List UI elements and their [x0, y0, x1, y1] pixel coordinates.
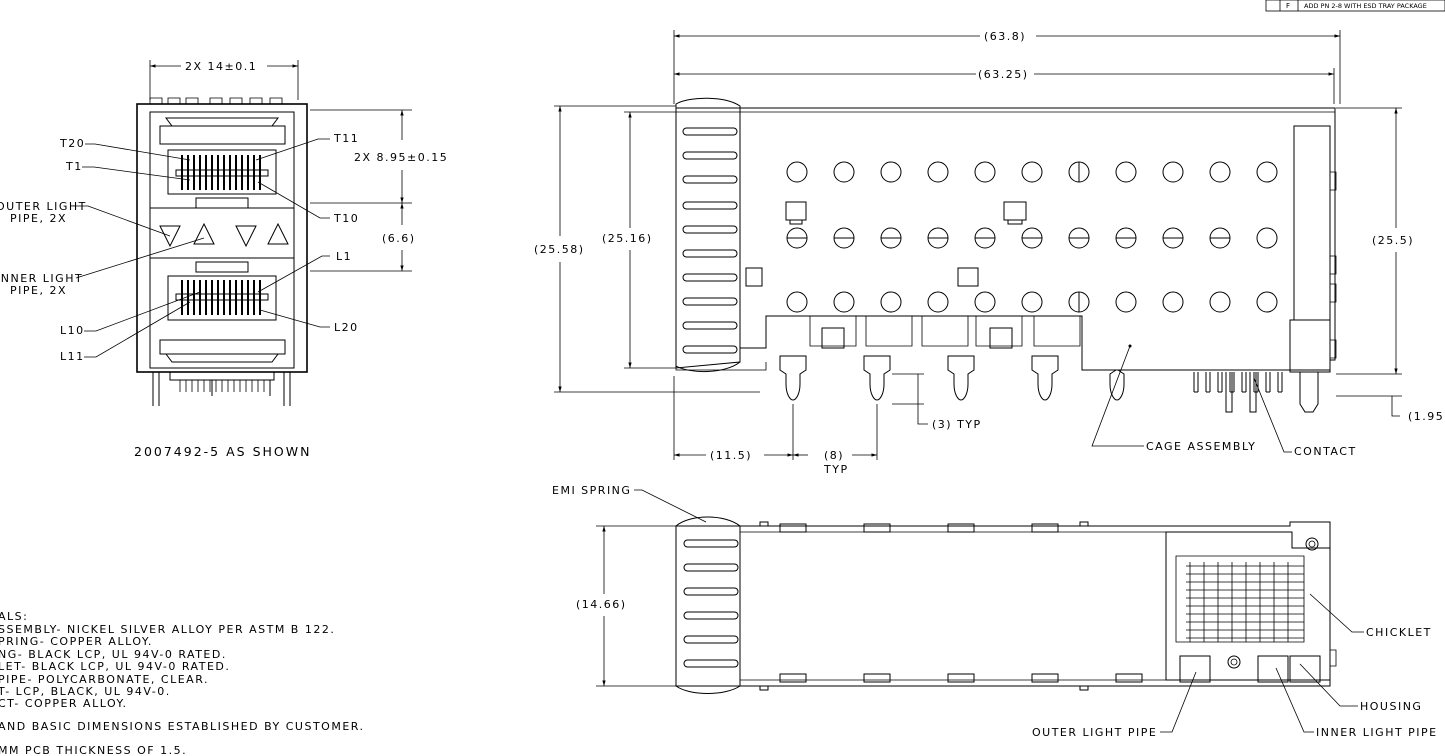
light-pipe-triangle-2 [193, 222, 215, 245]
callout-cage-assembly: CAGE ASSEMBLY [1146, 440, 1256, 453]
dim-bottom-width: (14.66) [576, 598, 627, 611]
dim-front-width: 2X 14±0.1 [185, 60, 257, 73]
note-line-3: NG- BLACK LCP, UL 94V-0 RATED. [0, 648, 227, 661]
dim-height-left: (25.58) [534, 243, 585, 256]
dim-pin-length: (3) TYP [932, 418, 982, 431]
callout-l10: L10 [60, 324, 85, 337]
latch-tabs [745, 201, 1081, 349]
callout-l11: L11 [60, 350, 85, 363]
upper-port-contacts [181, 155, 261, 190]
callout-t10: T10 [333, 212, 359, 225]
note-line-8: AND BASIC DIMENSIONS ESTABLISHED BY CUST… [0, 720, 365, 733]
callout-t11: T11 [333, 132, 359, 145]
callout-t20: T20 [59, 137, 85, 150]
callout-emi-spring: EMI SPRING [552, 484, 631, 497]
callout-l1: L1 [336, 250, 352, 263]
front-view-caption: 2007492-5 AS SHOWN [134, 444, 311, 459]
bottom-view: (14.66) EMI SPRING CHICKLET HOUSING OUTE… [552, 484, 1438, 739]
notes-block: ALS: SSEMBLY- NICKEL SILVER ALLOY PER AS… [0, 610, 365, 756]
dim-body-length: (63.25) [978, 68, 1029, 81]
note-line-1: SSEMBLY- NICKEL SILVER ALLOY PER ASTM B … [0, 623, 335, 636]
front-view: 2X 14±0.1 2X 8.95±0.15 (6.6) T20 T1 OUTE… [0, 60, 448, 459]
callout-outer-light-pipe-line1: OUTER LIGHT [0, 200, 87, 213]
dim-pin-pitch-typ: TYP [823, 463, 849, 476]
note-line-9: MM PCB THICKNESS OF 1.5. [0, 744, 187, 756]
revision-block: F ADD PN 2-8 WITH ESD TRAY PACKAGE [1265, 0, 1445, 12]
emi-spring-fingers [682, 127, 738, 354]
dim-right-offset: (1.95 [1408, 410, 1444, 423]
dim-pin-offset: (11.5) [710, 449, 752, 462]
callout-housing: HOUSING [1360, 700, 1422, 713]
note-line-2: PRING- COPPER ALLOY. [0, 635, 153, 648]
revision-description: ADD PN 2-8 WITH ESD TRAY PACKAGE [1304, 2, 1427, 10]
vent-holes [786, 161, 1278, 313]
light-pipe-triangle-3 [235, 225, 257, 248]
callout-contact: CONTACT [1294, 445, 1357, 458]
callout-inner-light-pipe-line1: INNER LIGHT [0, 272, 83, 285]
dim-port-pitch: 2X 8.95±0.15 [354, 151, 448, 164]
bottom-pins [179, 380, 265, 392]
bottom-emi-fingers [683, 539, 739, 668]
callout-inner-light-pipe: INNER LIGHT PIPE [1316, 726, 1438, 739]
callout-t1: T1 [65, 160, 83, 173]
dim-height-right: (25.5) [1372, 234, 1414, 247]
press-fit-pins [779, 355, 1319, 413]
light-pipe-triangle-1 [159, 225, 181, 248]
contact-tails [1193, 372, 1283, 413]
note-line-0: ALS: [0, 610, 28, 623]
dim-pin-pitch: (8) [824, 449, 844, 462]
callout-inner-light-pipe-line2: PIPE, 2X [10, 284, 67, 297]
note-line-4: LET- BLACK LCP, UL 94V-0 RATED. [0, 660, 230, 673]
callout-outer-light-pipe-line2: PIPE, 2X [10, 212, 67, 225]
callout-chicklet: CHICKLET [1366, 626, 1432, 639]
revision-letter: F [1286, 2, 1290, 10]
bottom-pin-tabs [759, 521, 1143, 691]
light-pipe-triangle-4 [267, 222, 289, 245]
dim-overall-length: (63.8) [984, 30, 1026, 43]
dim-gap: (6.6) [382, 232, 416, 245]
lower-port-contacts [181, 280, 261, 315]
note-line-5: PIPE- POLYCARBONATE, CLEAR. [0, 673, 209, 686]
callout-l20: L20 [334, 321, 359, 334]
dim-height-inner: (25.16) [602, 232, 653, 245]
note-line-7: CT- COPPER ALLOY. [0, 697, 127, 710]
side-view: (63.8) (63.25) (25.58) (25.16) (25.5) (1… [534, 30, 1444, 476]
note-line-6: T- LCP, BLACK, UL 94V-0. [0, 685, 171, 698]
chicklet-contacts [1186, 562, 1304, 642]
callout-outer-light-pipe: OUTER LIGHT PIPE [1032, 726, 1157, 739]
